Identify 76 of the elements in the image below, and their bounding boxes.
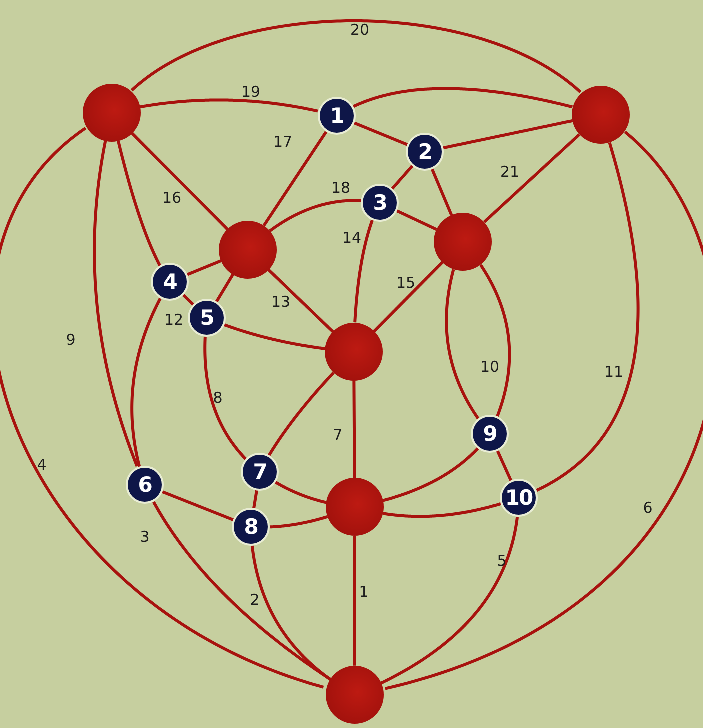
- edge-line: [373, 261, 444, 333]
- face-number: 17: [273, 133, 293, 151]
- edge-line: [391, 164, 414, 190]
- numbered-vertex: 10: [500, 479, 538, 517]
- edge-line: [382, 502, 502, 518]
- edge-line: [140, 98, 318, 113]
- edge-line: [353, 87, 574, 109]
- numbered-vertex: 7: [241, 453, 279, 491]
- numbered-vertex: 2: [406, 133, 444, 171]
- edge-line: [182, 294, 195, 306]
- edge-line: [442, 119, 574, 150]
- face-number: 19: [241, 83, 261, 101]
- vertex-circle: [219, 221, 277, 279]
- face-number: 3: [140, 528, 150, 546]
- vertex-circle: [572, 86, 630, 144]
- face-number: 20: [350, 21, 370, 39]
- face-number: 18: [331, 179, 351, 197]
- edge-line: [430, 168, 454, 216]
- vertex-circle: [434, 213, 492, 271]
- face-number: 13: [271, 293, 291, 311]
- edge-line: [445, 269, 480, 420]
- edge-line: [354, 219, 374, 324]
- face-number: 11: [604, 363, 624, 381]
- edge-line: [93, 140, 139, 468]
- edge-line: [380, 517, 520, 685]
- face-number: 1: [359, 583, 369, 601]
- face-number: 9: [66, 331, 76, 349]
- edge-line: [269, 199, 362, 232]
- edge-line: [352, 380, 356, 480]
- edge-line: [268, 372, 335, 456]
- face-number: 7: [333, 426, 343, 444]
- edge-line: [382, 447, 480, 502]
- edge-line: [353, 122, 409, 146]
- edge-line: [117, 140, 162, 267]
- face-number: 8: [213, 389, 223, 407]
- edge-line: [215, 273, 235, 304]
- face-number: 5: [497, 552, 507, 570]
- vertex-circle: [83, 84, 141, 142]
- edge-line: [354, 536, 356, 666]
- edge-line: [186, 260, 223, 276]
- edge-line: [204, 336, 248, 460]
- face-number: 4: [37, 456, 47, 474]
- edge-line: [131, 132, 229, 230]
- edge-line: [130, 20, 582, 94]
- edge-line: [262, 131, 328, 227]
- face-number: 6: [643, 499, 653, 517]
- face-number: 12: [164, 311, 184, 329]
- edge-line: [480, 264, 512, 417]
- face-number: 16: [162, 189, 182, 207]
- edge-line: [274, 481, 328, 504]
- edge-line: [224, 324, 326, 350]
- edge-line: [536, 142, 640, 492]
- numbered-vertex: 1: [318, 97, 356, 135]
- numbered-vertex: 4: [151, 263, 189, 301]
- edge-line: [385, 131, 703, 690]
- numbered-vertex: 8: [232, 508, 270, 546]
- edge-line: [268, 268, 334, 334]
- edge-line: [130, 298, 162, 468]
- edge-line: [250, 545, 332, 681]
- face-number: 2: [250, 591, 260, 609]
- edge-line: [483, 134, 581, 224]
- edge-line: [496, 450, 513, 482]
- vertex-circle: [325, 323, 383, 381]
- numbered-vertex: 6: [126, 466, 164, 504]
- numbered-vertex: 9: [471, 415, 509, 453]
- edge-line: [162, 490, 234, 522]
- face-number: 15: [396, 274, 416, 292]
- edge-line: [252, 489, 258, 510]
- face-number: 14: [342, 229, 362, 247]
- face-number: 21: [500, 163, 520, 181]
- numbered-vertex: 3: [361, 184, 399, 222]
- face-number: 10: [480, 358, 500, 376]
- numbered-vertex: 5: [188, 299, 226, 337]
- edge-line: [0, 127, 324, 689]
- edge-line: [396, 210, 438, 232]
- edge-line: [268, 515, 329, 529]
